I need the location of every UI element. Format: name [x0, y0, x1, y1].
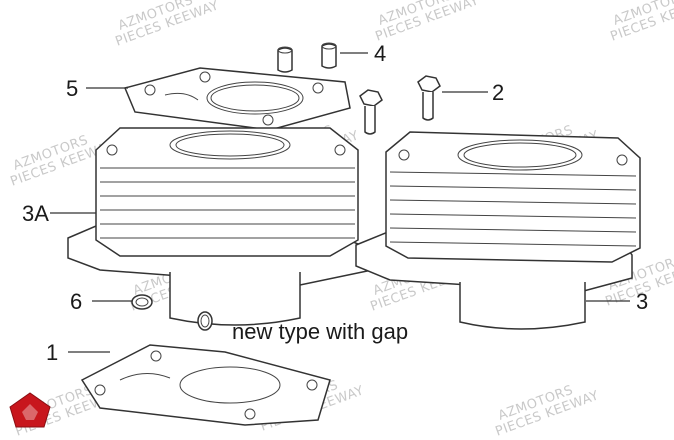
watermark: AZMOTORS PIECES KEEWAY — [114, 0, 222, 50]
callout-6: 6 — [70, 289, 82, 314]
gap-ring — [197, 311, 213, 331]
o-ring — [131, 294, 153, 310]
watermark: AZMOTORS PIECES KEEWAY — [494, 383, 602, 440]
cylinder-3 — [355, 131, 641, 330]
callout-1: 1 — [46, 340, 58, 365]
callout-5: 5 — [66, 76, 78, 101]
head-gasket — [123, 67, 351, 131]
watermark: AZMOTORS PIECES KEEWAY — [609, 0, 674, 45]
cylinder-3a — [67, 127, 373, 326]
bolts — [359, 75, 441, 135]
callout-4: 4 — [374, 41, 386, 66]
base-gasket — [80, 344, 331, 426]
dowel-pins — [277, 42, 337, 73]
leader-lines — [50, 52, 630, 353]
gap-note: new type with gap — [232, 319, 408, 344]
watermark: AZMOTORS PIECES KEEWAY — [374, 0, 482, 45]
callout-3: 3 — [636, 289, 648, 314]
callout-2: 2 — [492, 80, 504, 105]
brand-logo — [9, 392, 51, 428]
callout-3a: 3A — [22, 201, 49, 226]
callout-labels: 5 4 2 3A 6 3 1 — [22, 41, 648, 365]
